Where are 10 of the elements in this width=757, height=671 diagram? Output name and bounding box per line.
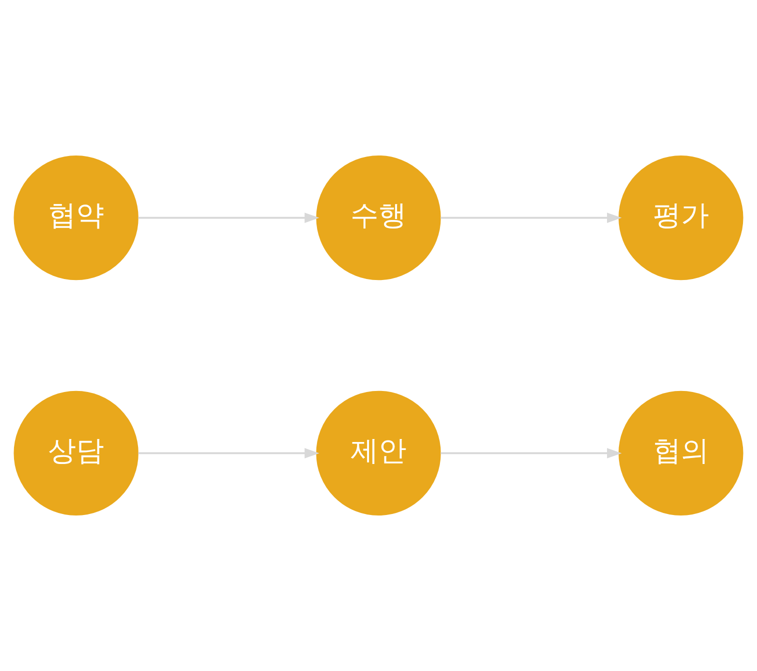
arrow [138,448,320,458]
node-circle: 수행 [316,155,441,280]
node-circle: 협의 [618,390,744,516]
node-circle: 상담 [14,390,138,516]
arrow [440,212,622,223]
node-circle: 협약 [14,155,138,280]
arrow [440,448,622,458]
arrow [138,212,320,223]
node-circle: 제안 [316,390,441,516]
node-circle: 평가 [618,155,744,280]
